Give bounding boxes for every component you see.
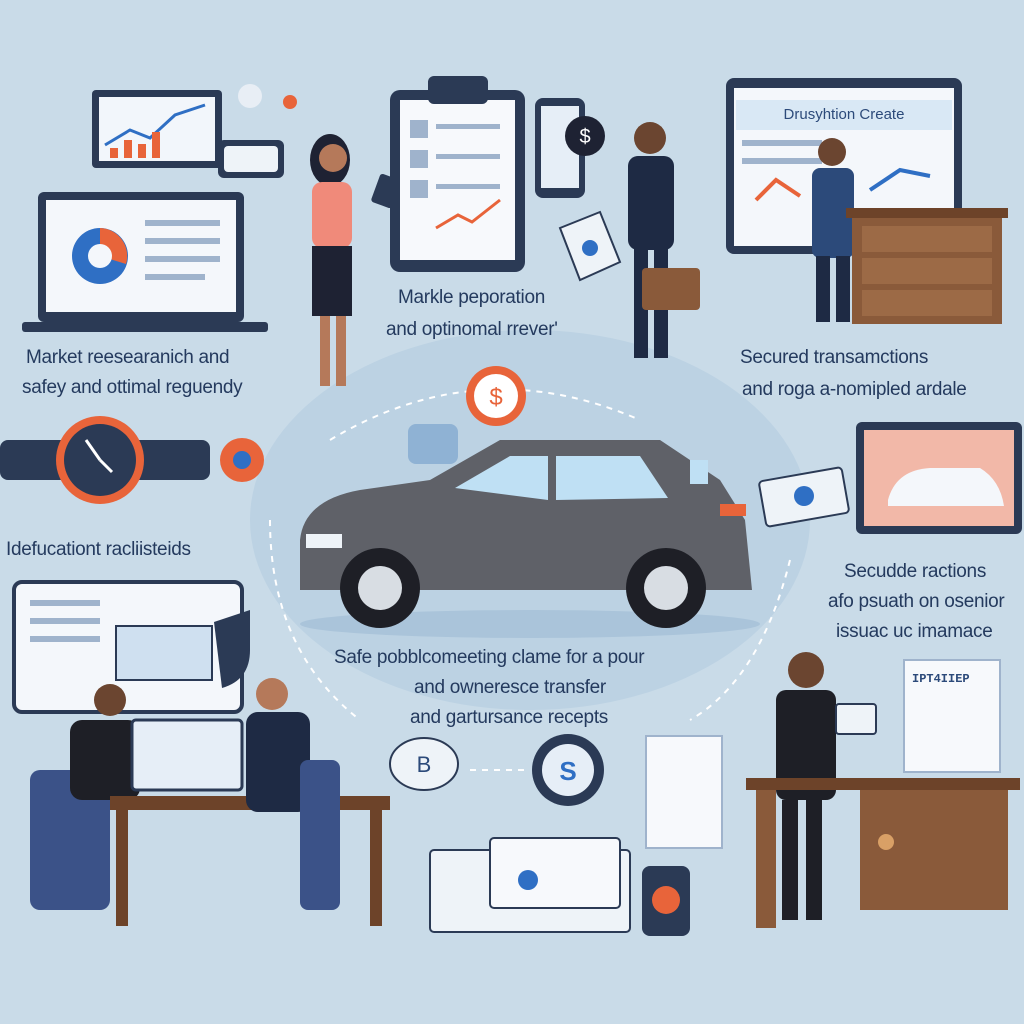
phone-key-icon — [642, 866, 690, 936]
svg-text:S: S — [559, 756, 576, 786]
desk-icon — [746, 778, 1020, 928]
caption-top-center-1: Markle peporation — [398, 287, 545, 308]
svg-text:B: B — [417, 752, 432, 777]
presenter-figure — [812, 138, 854, 322]
caption-top-left-2: safey and ottimal reguendy — [22, 377, 243, 398]
insurance-document-icon — [12, 580, 250, 714]
notification-dot-icon — [283, 95, 297, 109]
chat-icon — [408, 424, 458, 464]
caption-bottom-center-1: Safe pobblcomeeting clame for a pour — [334, 647, 645, 668]
contract-paper-icon — [903, 659, 1001, 773]
man-reading-tablet-figure — [776, 652, 877, 920]
meeting-at-desk-figures — [30, 678, 390, 926]
ticket-voucher-icon — [758, 466, 850, 528]
receipt-documents-icon — [429, 837, 631, 933]
laptop-dashboard-icon — [22, 192, 268, 332]
businessman-with-briefcase-figure — [628, 122, 700, 358]
caption-middle-right-1: Secudde ractions — [844, 561, 987, 582]
caption-middle-right-3: issuac uc imamace — [836, 621, 993, 642]
caption-bottom-center-3: and gartursance recepts — [410, 707, 608, 728]
svg-text:$: $ — [489, 384, 502, 411]
document-label: IPT4IIEP — [912, 672, 970, 686]
caption-middle-right-2: afo psuath on osenior — [828, 591, 1005, 612]
settings-dot-icon — [238, 84, 262, 108]
seal-badge-icon: S — [532, 734, 604, 806]
caption-top-left-1: Market reesearanich and — [26, 347, 230, 368]
phone-price-tag-icon: $ — [535, 98, 622, 282]
dealership-photo-icon — [856, 422, 1022, 534]
caption-top-center-2: and optinomal rrever' — [386, 319, 558, 340]
woman-with-tablet-figure — [310, 134, 401, 386]
dollar-coin-icon: $ — [466, 366, 526, 426]
chat-bubble-icon — [218, 140, 284, 178]
clipboard-report-icon — [390, 76, 525, 272]
caption-top-right-1: Secured transamctions — [740, 347, 929, 368]
speech-bubble-b-icon: B — [389, 737, 459, 791]
svg-text:$: $ — [579, 126, 590, 148]
suv-car-illustration — [300, 440, 760, 638]
paper-document-icon — [645, 735, 723, 849]
screen-banner: Drusyhtion Create — [736, 100, 952, 130]
caption-top-right-2: and roga a-nomipled ardale — [742, 379, 967, 400]
process-cycle-arrows — [269, 388, 791, 771]
watch-clock-icon — [0, 416, 210, 504]
caption-bottom-center-2: and owneresce transfer — [414, 677, 606, 698]
cabinet-icon — [846, 208, 1008, 324]
chart-monitor-icon — [92, 90, 222, 168]
caption-middle-left: Idefucationt racliisteids — [6, 539, 191, 560]
